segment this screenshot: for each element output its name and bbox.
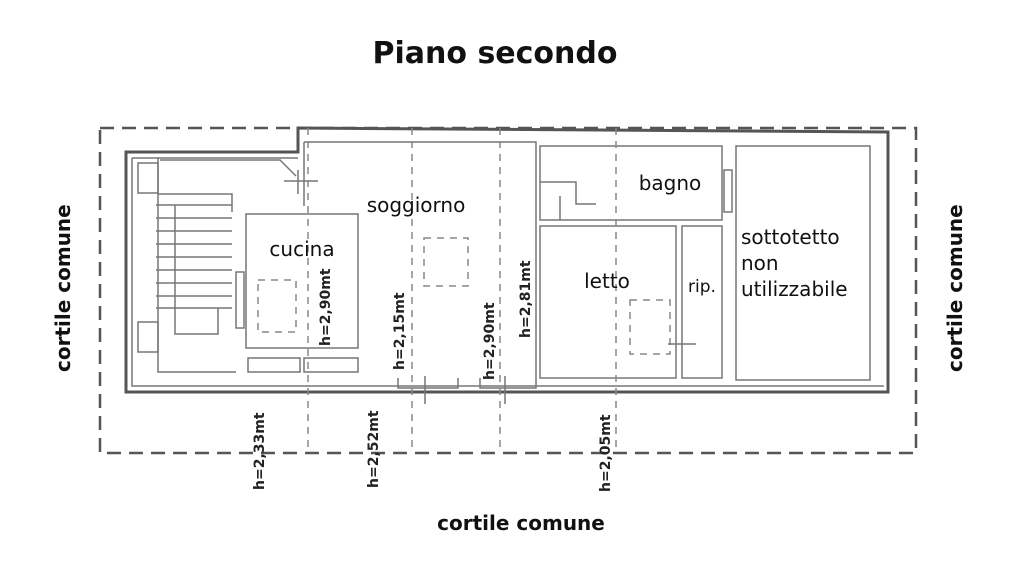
label-letto: letto: [584, 269, 630, 293]
height-soggiorno-a: h=2,15mt: [392, 292, 408, 370]
stair-landing: [174, 308, 219, 335]
plan-title: Piano secondo: [372, 36, 618, 71]
height-bottom-2: h=2,52mt: [366, 410, 382, 488]
stair-treads: [156, 204, 232, 309]
stair-niche-top: [137, 162, 159, 194]
cucina-counter-2: [303, 357, 359, 373]
stair-wall: [157, 158, 236, 373]
label-soggiorno: soggiorno: [367, 193, 466, 217]
door-cross: [284, 170, 318, 194]
label-cortile-bottom: cortile comune: [437, 511, 605, 535]
height-letto: h=2,81mt: [518, 260, 534, 338]
label-cortile-left: cortile comune: [51, 204, 75, 372]
balconies: [397, 378, 537, 389]
label-cortile-right: cortile comune: [943, 204, 967, 372]
sottotetto-room: [735, 145, 871, 381]
label-cucina: cucina: [269, 237, 334, 261]
height-soggiorno-b: h=2,90mt: [482, 302, 498, 380]
cucina-window: [235, 271, 245, 329]
label-sottotetto-2: non: [741, 251, 779, 275]
wall-inner: [131, 158, 884, 387]
bagno-entry: [540, 181, 596, 220]
bagno-room: [539, 145, 723, 221]
staircase: [137, 158, 297, 373]
letto-room: [539, 225, 677, 379]
skylight-symbol-cucina: [257, 279, 297, 333]
bagno-window: [723, 169, 733, 213]
height-cucina: h=2,90mt: [318, 268, 334, 346]
label-bagno: bagno: [639, 171, 702, 195]
cucina-room: [245, 213, 359, 349]
soggiorno-wall: [304, 141, 537, 378]
building-outline: [124, 126, 890, 394]
stair-niche-bottom: [137, 321, 159, 353]
label-ripostiglio: rip.: [688, 277, 716, 297]
label-sottotetto-1: sottotetto: [741, 225, 840, 249]
label-sottotetto-3: utilizzabile: [741, 277, 848, 301]
skylight-symbol-soggiorno: [423, 237, 469, 287]
stair-top-wall: [160, 159, 297, 177]
height-bottom-1: h=2,33mt: [252, 412, 268, 490]
balcony-ticks: [424, 376, 506, 404]
stair-rail: [158, 193, 233, 212]
cucina-counter-1: [247, 357, 301, 373]
skylight-symbol-letto: [629, 299, 671, 355]
height-bottom-3: h=2,05mt: [598, 414, 614, 492]
ripostiglio-room: [681, 225, 723, 379]
